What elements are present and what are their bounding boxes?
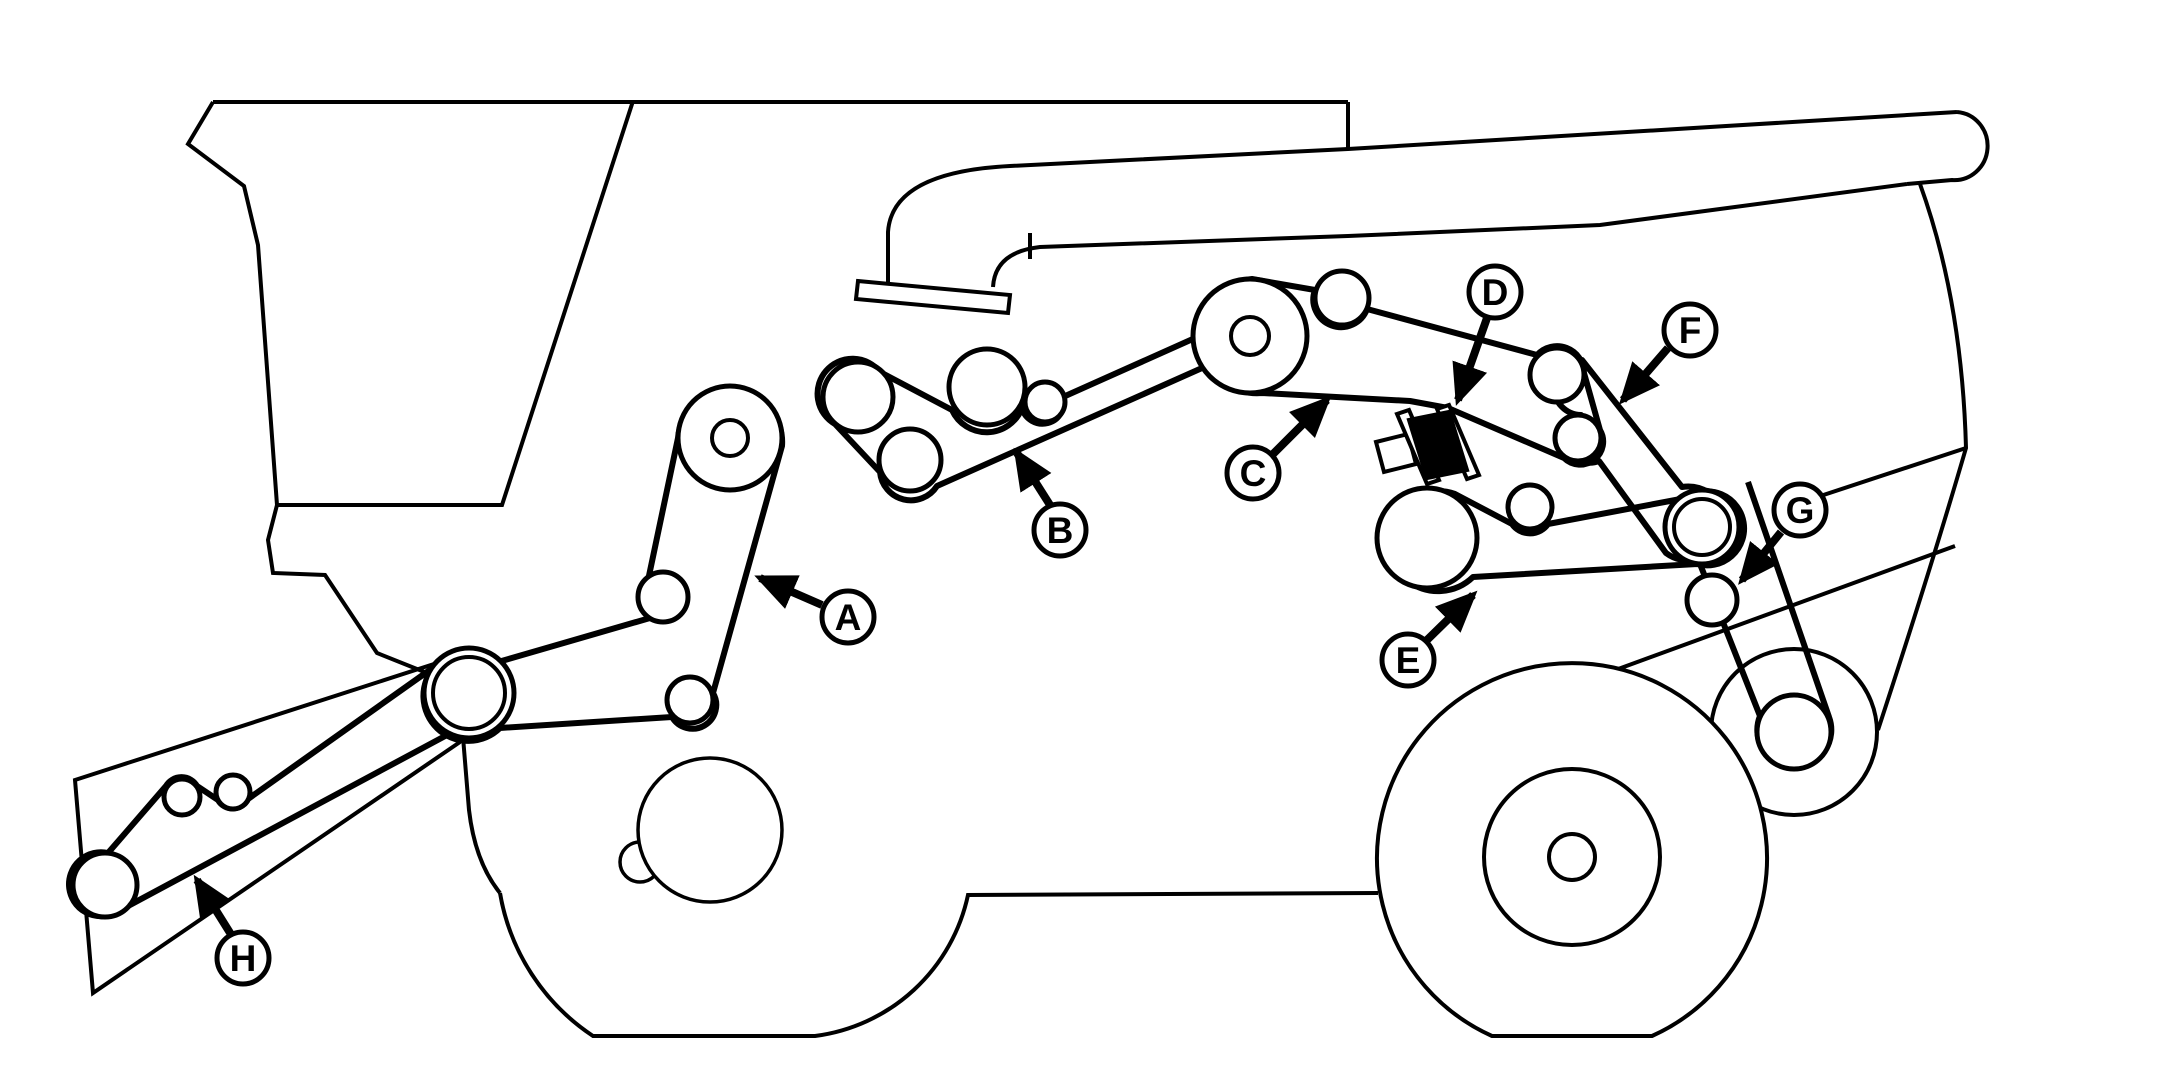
pulley-b-top: [946, 346, 1028, 428]
callout-h-letter: H: [230, 938, 257, 979]
callout-e-letter: E: [1396, 640, 1421, 681]
callout-c-circle: [1224, 444, 1282, 502]
lower-front-edge: [461, 736, 502, 895]
tube-flange-plate: [853, 278, 1013, 316]
pulley-b-lower: [876, 426, 944, 494]
front-hub: [1547, 832, 1597, 882]
pulley-a-low: [664, 674, 716, 726]
callout-a-circle: [819, 588, 877, 646]
front-body-edge: [265, 504, 433, 677]
variator-arm: [1373, 431, 1419, 475]
callout-g-arrow: [1738, 529, 1785, 585]
callout-a-letter: A: [835, 597, 862, 638]
callout-e: E: [1379, 590, 1478, 689]
variator-body: [1406, 409, 1470, 481]
callout-h-arrow: [193, 874, 236, 939]
pulley-f-upper: [1527, 345, 1587, 405]
callout-h-circle: [214, 929, 272, 987]
rear-body-edge: [1876, 183, 1969, 731]
pulley-feeder-idler1: [161, 776, 203, 818]
grain-tank-outline: [185, 100, 635, 507]
callout-f-circle: [1661, 301, 1719, 359]
callout-a: A: [754, 574, 877, 646]
callout-g-circle: [1771, 481, 1829, 539]
pulley-feeder-lower: [70, 850, 140, 920]
pulley-feeder-pivot-inner: [431, 655, 507, 731]
callout-d-letter: D: [1482, 272, 1509, 313]
auger-tube-bottom: [991, 182, 1908, 288]
callout-b: B: [1013, 447, 1089, 559]
pulley-counter-idler: [1684, 572, 1740, 628]
variator-spool: [1373, 402, 1482, 487]
callout-e-arrow: [1424, 590, 1478, 643]
callout-g-letter: G: [1786, 490, 1815, 531]
pulley-a-mid: [635, 569, 691, 625]
auger-tube-top: [886, 110, 1958, 287]
wheel-well: [498, 891, 1379, 1038]
pulley-feeder-idler2: [213, 772, 253, 812]
callout-h: H: [193, 874, 272, 987]
gearbox-housing: [636, 756, 784, 904]
rear-crease-lower: [1609, 544, 1956, 674]
callout-b-letter: B: [1047, 510, 1074, 551]
pulley-counter-inner: [1672, 497, 1732, 557]
callout-a-arrow: [754, 574, 824, 609]
callout-c: C: [1224, 395, 1332, 502]
pulley-f-lower: [1552, 412, 1604, 464]
callout-d-arrow: [1452, 316, 1491, 406]
auger-tube-cap: [1906, 110, 1990, 186]
callout-d-circle: [1466, 263, 1524, 321]
pulley-main-drive-hub: [1229, 315, 1271, 357]
pulley-e-fan: [1374, 485, 1480, 591]
callout-e-circle: [1379, 631, 1437, 689]
callout-g: G: [1738, 481, 1829, 585]
callout-f-arrow: [1618, 345, 1672, 405]
callout-d: D: [1452, 263, 1524, 406]
callout-b-circle: [1031, 501, 1089, 559]
callout-f: F: [1618, 301, 1719, 405]
callout-f-letter: F: [1679, 310, 1702, 351]
pulley-b-left: [820, 359, 896, 435]
callouts: A B C D E F G: [193, 263, 1829, 987]
callout-c-letter: C: [1240, 453, 1267, 494]
pulley-b-small: [1022, 379, 1068, 425]
pulley-g-lower: [1754, 692, 1834, 772]
callout-c-arrow: [1269, 395, 1332, 458]
callout-b-arrow: [1013, 447, 1054, 508]
pulley-a-top-hub: [710, 418, 750, 458]
pulleys: [70, 268, 1834, 920]
pulley-e-idler: [1505, 482, 1555, 532]
pulley-c-idler: [1312, 268, 1372, 328]
